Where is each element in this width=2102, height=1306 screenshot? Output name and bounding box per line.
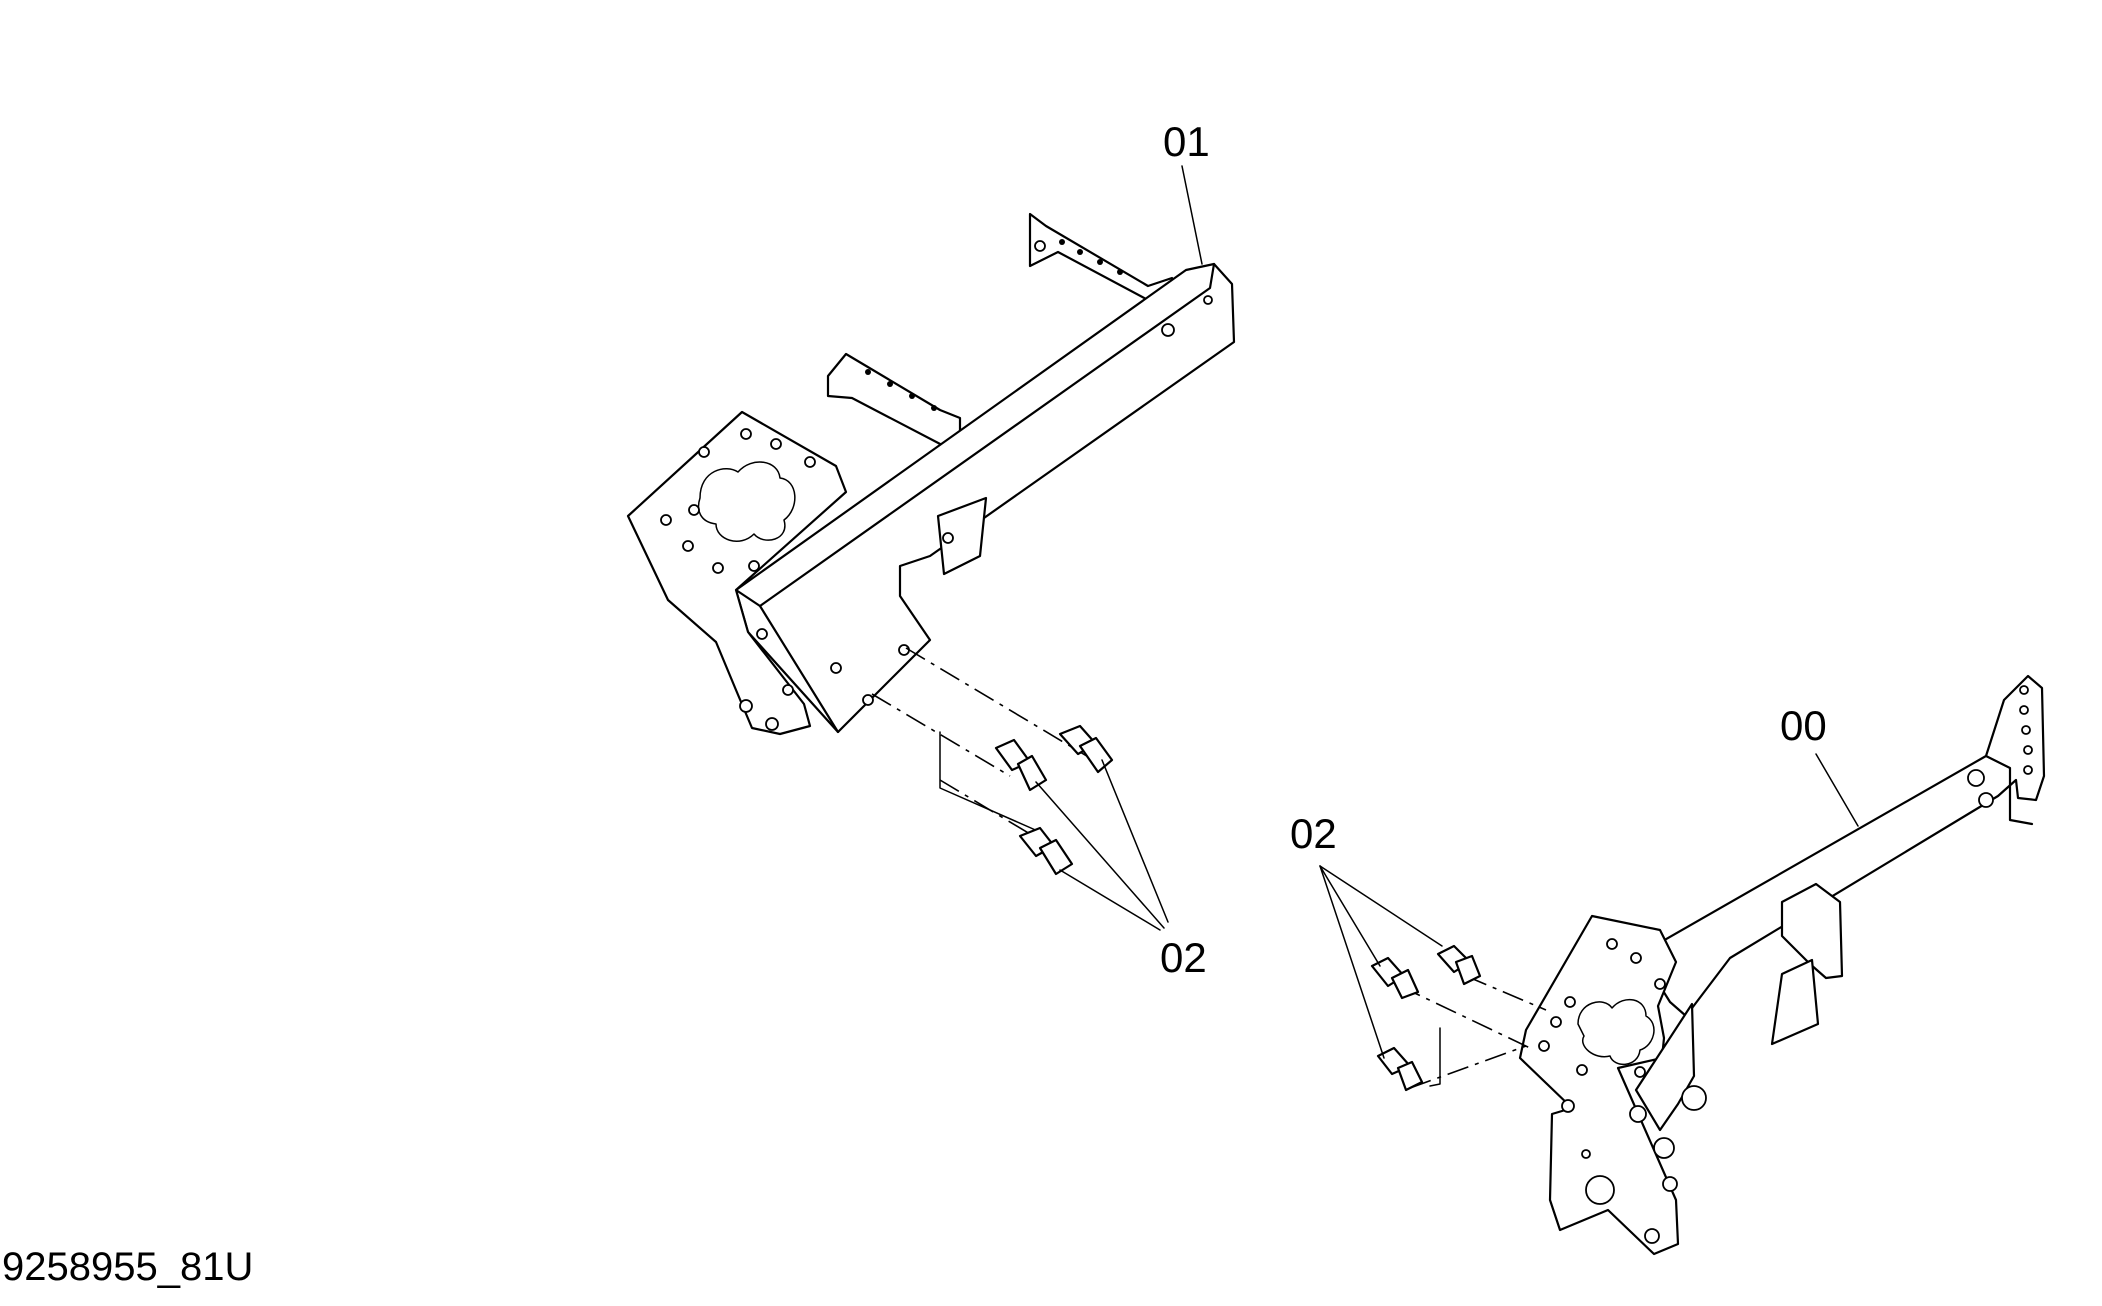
bolt-d [1436,944,1482,986]
callout-02-right: 02 [1290,810,1337,857]
bolts-left-02 [871,647,1169,931]
front-tab-01 [936,496,988,576]
callout-01: 01 [1163,118,1210,165]
bolt-b [994,738,1048,792]
bolt-c [1018,826,1074,876]
callout-02-left: 02 [1160,934,1207,981]
side-plate-00 [1518,914,1680,1256]
frame-bracket-01 [626,212,1236,736]
cross-bracket-01 [826,352,962,448]
bolts-right-02 [1319,865,1547,1092]
main-beam-00 [1638,674,2046,1018]
drawing-code: 9258955_81U [2,1245,253,1289]
front-tab-00 [1780,882,1844,980]
rear-bracket-01 [1028,212,1174,302]
leader-01 [1181,165,1203,265]
callout-00: 00 [1780,702,1827,749]
plate-cutout-00 [1577,998,1655,1065]
plate-cutout-01 [697,461,796,542]
leader-00 [1815,753,1859,827]
side-plate-01 [626,410,848,736]
bolt-f [1376,1046,1424,1092]
frame-bracket-00 [1518,674,2046,1256]
